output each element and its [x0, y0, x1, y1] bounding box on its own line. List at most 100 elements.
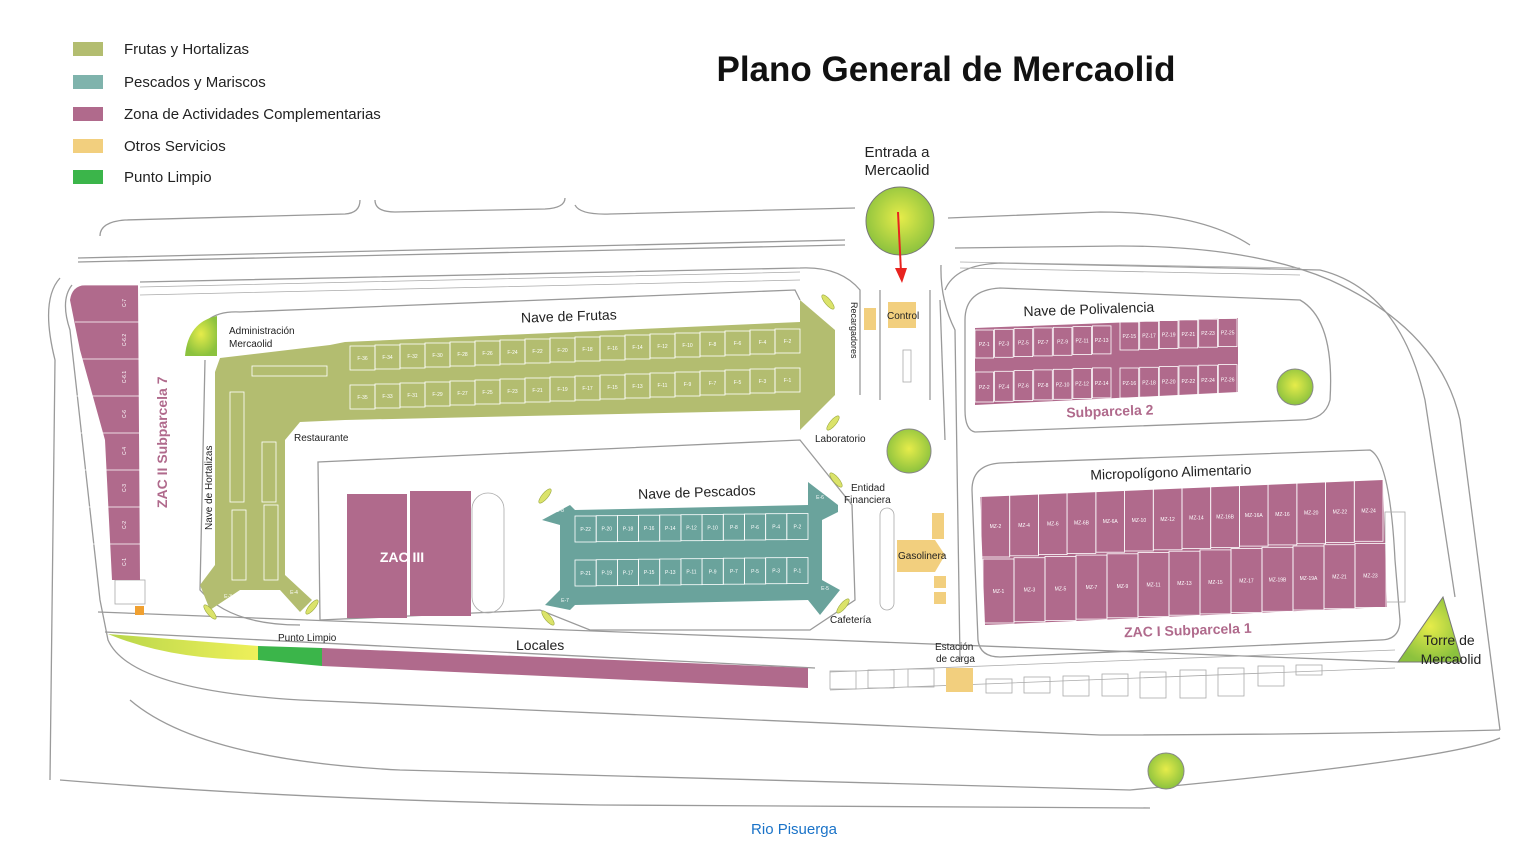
zac1-label: ZAC I Subparcela 1 — [1124, 620, 1252, 640]
laboratorio-label: Laboratorio — [815, 434, 866, 445]
entidad-label: Entidad — [851, 483, 885, 494]
pz-unit-label: PZ-2 — [979, 385, 990, 391]
fruit-stall-label: F-20 — [557, 348, 568, 354]
fruit-stall-label: F-4 — [759, 340, 767, 346]
entidad-label: Financiera — [844, 495, 891, 506]
legend-label: Otros Servicios — [124, 138, 226, 155]
fruit-stall: F-1 — [774, 367, 801, 393]
fruit-stall-label: F-22 — [532, 349, 543, 355]
mz-unit-label: MZ-15 — [1208, 580, 1223, 586]
pz-unit-label: PZ-10 — [1056, 382, 1070, 388]
mz-unit: MZ-23 — [1354, 543, 1387, 608]
fish-stall-label: P-16 — [644, 526, 655, 532]
torre-label: Torre de — [1423, 632, 1475, 648]
parking-bays — [114, 349, 1406, 699]
zac2-cell-label: C-2 — [122, 521, 128, 529]
estacion-carga — [946, 668, 973, 692]
zac2-cell-label: C-6 — [122, 410, 128, 418]
hortalizas-label: Nave de Hortalizas — [204, 446, 215, 530]
fish-stall-label: P-22 — [580, 527, 591, 533]
pz-unit: PZ-4 — [994, 370, 1014, 402]
zac3-block — [410, 491, 471, 616]
pz-unit-label: PZ-3 — [998, 341, 1009, 347]
pz-unit-label: PZ-21 — [1181, 332, 1195, 338]
mz-unit-label: MZ-1 — [993, 589, 1005, 595]
mz-unit-label: MZ-9 — [1117, 584, 1129, 590]
fish-stall-label: P-1 — [794, 569, 802, 575]
fruit-stall-label: F-14 — [632, 345, 643, 351]
punto-limpio-label: Punto Limpio — [278, 633, 337, 644]
legend-label: Zona de Actividades Complementarias — [124, 106, 381, 123]
micro-block — [980, 480, 1387, 625]
gasolinera-label: Gasolinera — [898, 551, 947, 562]
mz-unit-label: MZ-23 — [1363, 573, 1378, 579]
fish-stall-label: P-18 — [623, 527, 634, 533]
fish-stall-label: P-7 — [730, 569, 738, 575]
mz-unit-label: MZ-19B — [1269, 577, 1287, 583]
fruit-stall-label: F-5 — [734, 380, 742, 386]
hortalizas-stalls — [229, 365, 328, 581]
fish-stall-label: P-17 — [623, 571, 634, 577]
fruit-stall-label: F-6 — [734, 341, 742, 347]
pz-unit: PZ-5 — [1013, 328, 1034, 358]
fruit-stall-label: F-21 — [532, 388, 543, 394]
mz-unit-label: MZ-5 — [1055, 586, 1067, 592]
fruit-stall-label: F-13 — [632, 384, 643, 390]
fish-stall-label: P-21 — [580, 571, 591, 577]
pz-unit-label: PZ-26 — [1221, 378, 1235, 384]
fish-stall-label: P-2 — [794, 525, 802, 531]
fruit-stall-label: F-15 — [607, 385, 618, 391]
zac3-label: ZAC III — [380, 549, 424, 565]
estacion-label: Estación — [935, 642, 973, 653]
mz-unit-label: MZ-6B — [1074, 520, 1090, 526]
subparcela2-label: Subparcela 2 — [1066, 401, 1154, 420]
mz-unit-label: MZ-7 — [1086, 585, 1098, 591]
mz-unit-label: MZ-16 — [1275, 512, 1290, 518]
estacion-label: de carga — [936, 654, 975, 665]
admin-label: Administración — [229, 326, 295, 337]
pz-unit: PZ-19 — [1158, 320, 1179, 350]
fish-end-label: E-6 — [816, 495, 824, 501]
pz-unit: PZ-15 — [1119, 321, 1140, 351]
legend-swatch-pescados — [73, 75, 103, 89]
pz-unit: PZ-7 — [1033, 327, 1053, 357]
pz-unit: PZ-8 — [1033, 369, 1053, 401]
pz-unit: PZ-18 — [1139, 366, 1159, 398]
mz-unit-label: MZ-11 — [1146, 583, 1160, 589]
fruit-stall-label: F-27 — [457, 391, 468, 397]
fish-stall-label: P-3 — [772, 569, 780, 575]
fish-stall-label: P-4 — [772, 525, 780, 531]
pz-unit-label: PZ-16 — [1122, 381, 1136, 387]
entrance-arrow — [897, 211, 902, 273]
pz-unit-label: PZ-25 — [1221, 331, 1235, 337]
decor-leaves — [203, 294, 850, 626]
locales-strip — [322, 648, 808, 688]
mz-unit-label: MZ-10 — [1132, 518, 1147, 524]
micropoligono-label: Micropolígono Alimentario — [1090, 461, 1252, 483]
fruit-stall-label: F-16 — [607, 346, 618, 352]
roundabout — [1147, 752, 1185, 790]
pz-unit: PZ-13 — [1092, 325, 1112, 355]
mz-unit-label: MZ-2 — [990, 524, 1002, 530]
control-label: Control — [887, 311, 919, 322]
legend: Frutas y Hortalizas Pescados y Mariscos … — [73, 41, 381, 186]
fruit-stall-label: F-30 — [432, 353, 443, 359]
fish-end-label: E-8 — [556, 508, 564, 514]
admin-label: Mercaolid — [229, 339, 272, 350]
punto-limpio-area — [258, 646, 322, 666]
entrada-label: Entrada a — [864, 144, 930, 161]
mz-unit-label: MZ-20 — [1304, 511, 1319, 517]
fruit-stall-label: F-10 — [682, 343, 693, 349]
fish-stall-label: P-8 — [730, 525, 738, 531]
nave-frutas-label: Nave de Frutas — [521, 306, 617, 325]
torre-label: Mercaolid — [1421, 651, 1482, 667]
pz-unit: PZ-11 — [1072, 326, 1092, 356]
pz-unit-label: PZ-7 — [1038, 340, 1049, 346]
pz-unit-label: PZ-6 — [1018, 384, 1029, 390]
pz-unit: PZ-3 — [994, 328, 1014, 358]
pz-unit-label: PZ-22 — [1181, 379, 1195, 385]
mz-unit-label: MZ-6 — [1047, 522, 1059, 528]
